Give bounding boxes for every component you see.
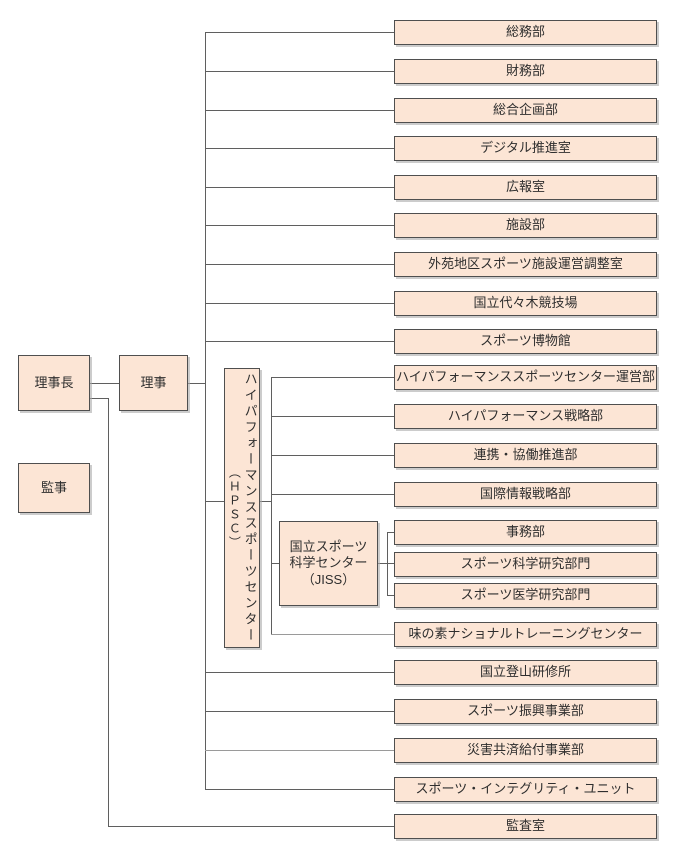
- dept-sports-promotion-business: スポーツ振興事業部: [394, 699, 657, 724]
- dept-label: 総務部: [505, 24, 545, 40]
- dept-public-relations: 広報室: [394, 175, 657, 200]
- dept-international-intelligence-strategy: 国際情報戦略部: [394, 482, 657, 507]
- connector-branch: [205, 711, 394, 712]
- dept-hpsc-management: ハイパフォーマンススポーツセンター運営部: [394, 365, 657, 390]
- dept-label: スポーツ振興事業部: [467, 703, 584, 719]
- dept-comprehensive-planning: 総合企画部: [394, 98, 657, 123]
- connector-audit-drop-vertical: [108, 398, 109, 827]
- dept-national-mountaineering-institute: 国立登山研修所: [394, 660, 657, 685]
- dept-high-performance-strategy: ハイパフォーマンス戦略部: [394, 404, 657, 429]
- dept-label: 外苑地区スポーツ施設運営調整室: [428, 256, 623, 272]
- connector-branch: [205, 148, 394, 149]
- dept-label: スポーツ科学研究部門: [460, 556, 591, 572]
- dept-audit-office: 監査室: [394, 814, 657, 839]
- dept-label: 広報室: [505, 179, 545, 195]
- dept-label: ハイパフォーマンス戦略部: [447, 408, 604, 424]
- connector-branch: [205, 110, 394, 111]
- connector-jiss-subtrunk-vertical: [387, 532, 388, 596]
- dept-ajinomoto-national-training-center: 味の素ナショナルトレーニングセンター: [394, 622, 657, 647]
- hpsc-abbr-label: （ＨＰＳＣ）: [227, 466, 242, 550]
- dept-general-affairs: 総務部: [394, 20, 657, 45]
- president-box: 理事長: [18, 355, 90, 411]
- dept-sports-medicine-research: スポーツ医学研究部門: [394, 583, 657, 608]
- dept-label: 味の素ナショナルトレーニングセンター: [408, 626, 643, 642]
- dept-label: スポーツ・インテグリティ・ユニット: [415, 781, 636, 797]
- auditor-label: 監事: [40, 479, 67, 495]
- connector-branch: [205, 264, 394, 265]
- connector-main-trunk: [205, 32, 206, 790]
- dept-label: 事務部: [505, 524, 545, 540]
- connector-branch: [205, 71, 394, 72]
- dept-sports-science-research: スポーツ科学研究部門: [394, 552, 657, 577]
- connector-branch: [271, 494, 394, 495]
- connector-president-directors: [90, 383, 119, 384]
- connector-branch: [387, 595, 394, 596]
- connector-hpsc-subtrunk-vertical: [271, 377, 272, 635]
- dept-label: 監査室: [505, 818, 545, 834]
- dept-disaster-relief-benefit: 災害共済給付事業部: [394, 738, 657, 763]
- hpsc-center-box: （ＨＰＳＣ） ハイパフォーマンススポーツセンター: [224, 368, 260, 648]
- president-label: 理事長: [34, 374, 74, 390]
- dept-jiss-administration: 事務部: [394, 520, 657, 545]
- connector-branch: [271, 377, 394, 378]
- dept-facilities: 施設部: [394, 213, 657, 238]
- dept-label: 財務部: [505, 63, 545, 79]
- connector-branch: [387, 532, 394, 533]
- directors-label: 理事: [140, 374, 167, 390]
- connector-president-drop: [90, 398, 108, 399]
- dept-label: 施設部: [505, 217, 545, 233]
- connector-directors-trunk: [188, 383, 205, 384]
- jiss-label-line2: 科学センター: [289, 555, 368, 571]
- connector-subtrunk-jiss: [271, 563, 279, 564]
- dept-label: 総合企画部: [492, 102, 558, 118]
- dept-label: 国際情報戦略部: [479, 486, 571, 502]
- dept-yoyogi-national-stadium: 国立代々木競技場: [394, 291, 657, 316]
- dept-label: デジタル推進室: [480, 140, 571, 156]
- dept-gaien-district-facility-ops: 外苑地区スポーツ施設運営調整室: [394, 252, 657, 277]
- connector-branch: [205, 341, 394, 342]
- dept-label: 国立代々木競技場: [473, 295, 578, 311]
- connector-branch: [271, 634, 394, 635]
- directors-box: 理事: [119, 355, 188, 411]
- connector-branch: [271, 455, 394, 456]
- connector-branch: [205, 187, 394, 188]
- jiss-label-line3: （JISS）: [301, 571, 356, 587]
- connector-branch: [205, 303, 394, 304]
- dept-label: 災害共済給付事業部: [466, 742, 584, 758]
- connector-branch: [205, 672, 394, 673]
- connector-jiss-subtrunk: [378, 563, 387, 564]
- connector-audit-office: [108, 826, 394, 827]
- auditor-box: 監事: [18, 463, 90, 513]
- dept-label: スポーツ医学研究部門: [460, 587, 591, 603]
- dept-sports-integrity-unit: スポーツ・インテグリティ・ユニット: [394, 777, 657, 802]
- connector-branch: [387, 563, 394, 564]
- dept-finance: 財務部: [394, 59, 657, 84]
- jiss-label-line1: 国立スポーツ: [289, 539, 368, 555]
- connector-branch: [205, 225, 394, 226]
- connector-branch: [205, 32, 394, 33]
- dept-label: ハイパフォーマンススポーツセンター運営部: [396, 369, 655, 385]
- dept-collaboration-promotion: 連携・協働推進部: [394, 443, 657, 468]
- connector-branch: [205, 789, 394, 790]
- dept-label: 国立登山研修所: [479, 664, 571, 680]
- connector-branch: [205, 750, 394, 751]
- connector-trunk-hpsc: [205, 501, 224, 502]
- connector-branch: [271, 416, 394, 417]
- hpsc-name-label: ハイパフォーマンススポーツセンター: [242, 372, 258, 644]
- dept-digital-promotion: デジタル推進室: [394, 136, 657, 161]
- connector-hpsc-subtrunk: [260, 501, 271, 502]
- dept-sports-museum: スポーツ博物館: [394, 329, 657, 354]
- dept-label: スポーツ博物館: [480, 333, 571, 349]
- jiss-center-box: 国立スポーツ 科学センター （JISS）: [279, 521, 378, 606]
- dept-label: 連携・協働推進部: [473, 447, 578, 463]
